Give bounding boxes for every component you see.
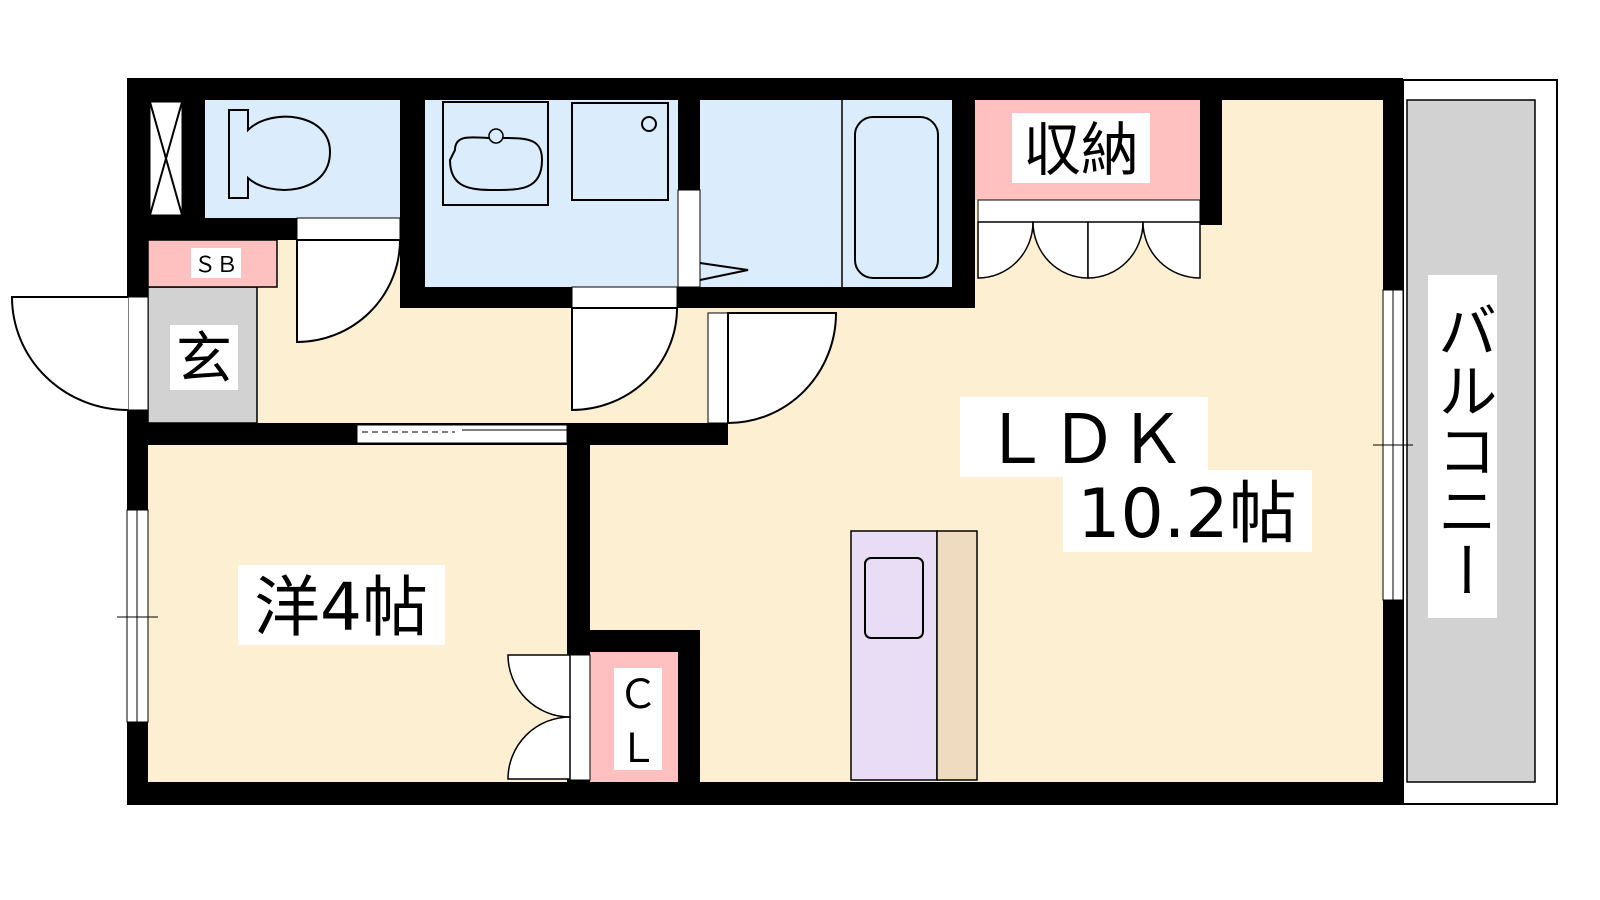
toilet-floor: [205, 100, 400, 218]
stove-icon: [864, 557, 924, 639]
balcony-label: バルコニー: [1427, 300, 1497, 600]
ldk-door[interactable]: [727, 312, 838, 425]
toilet-door[interactable]: [296, 239, 402, 344]
entrance-door[interactable]: [10, 296, 129, 411]
storage-label: 収納: [1023, 116, 1139, 184]
shoe-box-label: ＳＢ: [194, 253, 238, 278]
closet-label-l: Ｌ: [618, 726, 658, 772]
washroom-door[interactable]: [571, 307, 679, 412]
sliding-door[interactable]: [356, 424, 568, 444]
ldk-label: ＬＤＫ: [982, 401, 1186, 480]
western-room-label: 洋4帖: [254, 569, 428, 646]
kitchen-backcounter: [936, 530, 978, 781]
kitchen-counter: [850, 530, 938, 781]
closet-doors[interactable]: [507, 654, 571, 780]
bath-door[interactable]: [677, 189, 701, 288]
washer-icon: [571, 102, 669, 201]
closet-label-c: Ｃ: [618, 672, 658, 718]
entrance-label: 玄: [176, 327, 232, 392]
sink-icon: [442, 101, 549, 206]
bathroom-floor: [700, 100, 952, 287]
entrance-door-frame: [127, 296, 149, 411]
ldk-size-label: 10.2帖: [1077, 475, 1296, 554]
washroom-floor: [425, 100, 678, 287]
storage-folding-doors[interactable]: [977, 221, 1201, 279]
toilet-icon: [228, 109, 332, 199]
bathtub-icon: [854, 116, 939, 279]
